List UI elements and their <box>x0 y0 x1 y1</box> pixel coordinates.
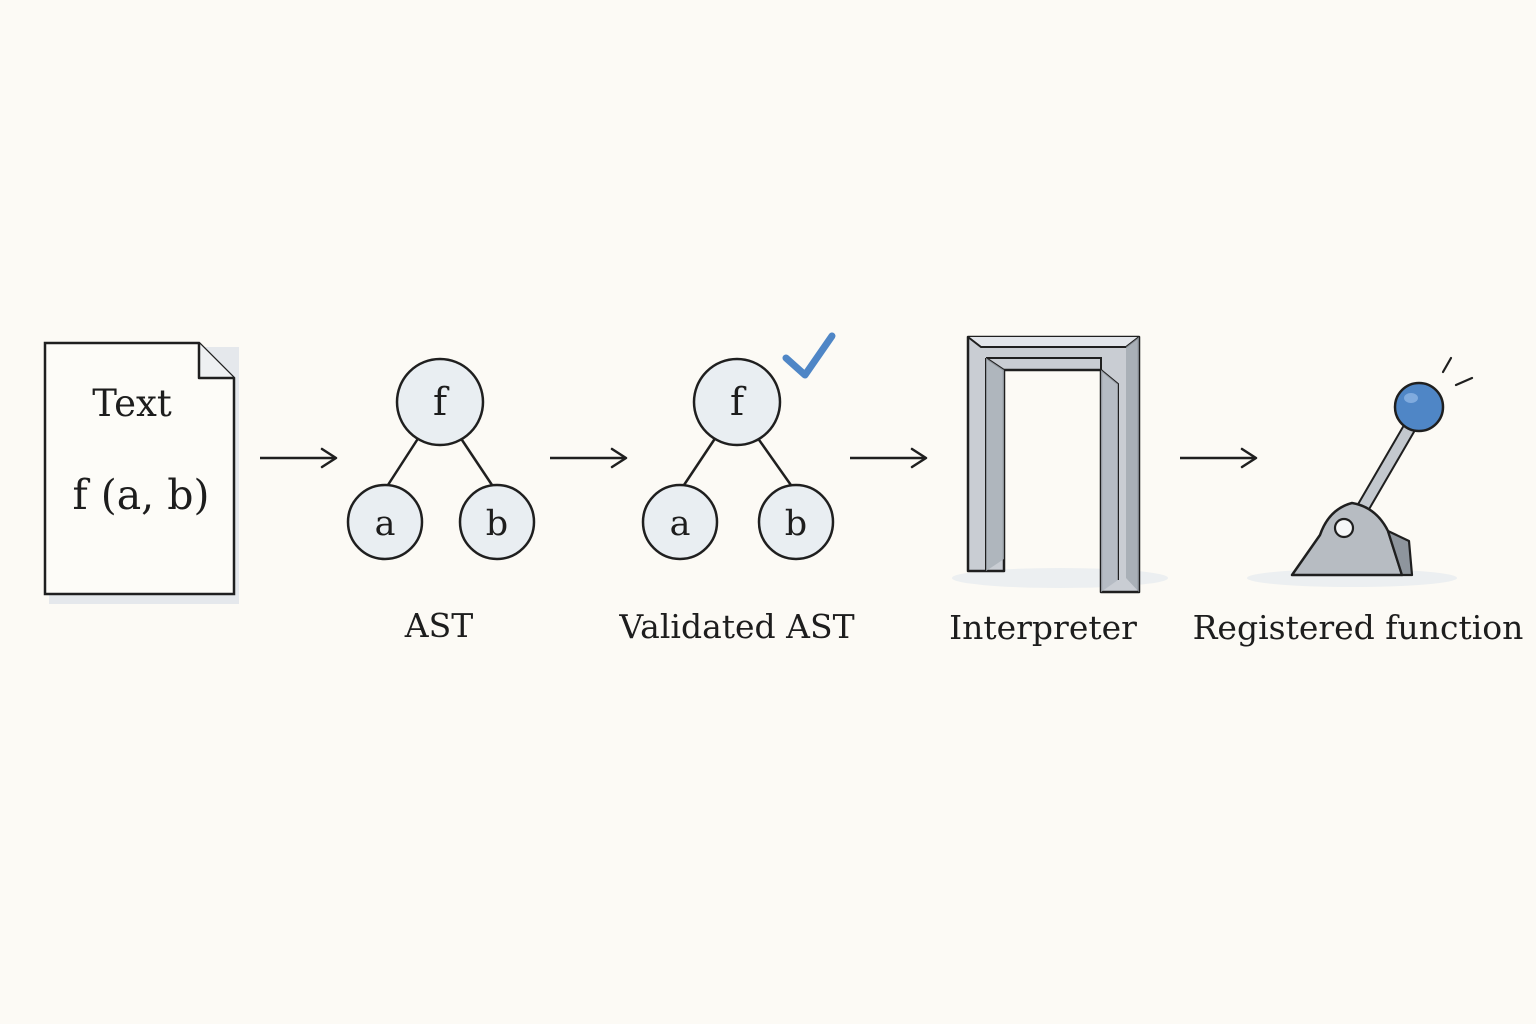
validated-right-node <box>757 483 835 561</box>
validated-right-label: b <box>785 504 807 544</box>
right-arrow-icon <box>1180 447 1258 469</box>
document-title: Text <box>92 382 172 425</box>
lever-icon: Registered function <box>1193 356 1524 647</box>
ast-tree: f a b AST <box>346 357 536 645</box>
gate-icon: Interpreter <box>949 335 1168 647</box>
validated-ast-caption: Validated AST <box>618 607 854 646</box>
ast-left-node <box>346 483 424 561</box>
right-arrow-icon <box>550 447 628 469</box>
ast-caption: AST <box>404 606 473 645</box>
ast-right-label: b <box>486 504 508 544</box>
interpreter-caption: Interpreter <box>949 608 1137 647</box>
function-call-text: f (a, b) <box>73 471 210 519</box>
validated-ast-tree: f a b Validated AST <box>618 332 855 646</box>
document-icon: Text f (a, b) <box>43 341 239 604</box>
right-arrow-icon <box>850 447 928 469</box>
registered-function-caption: Registered function <box>1193 608 1524 647</box>
check-icon <box>782 332 836 379</box>
right-arrow-icon <box>260 447 338 469</box>
validated-root-node <box>692 357 782 447</box>
validated-root-label: f <box>730 380 747 424</box>
ast-root-node <box>395 357 485 447</box>
ast-left-label: a <box>375 504 396 544</box>
ast-right-node <box>458 483 536 561</box>
ast-root-label: f <box>433 380 450 424</box>
validated-left-node <box>641 483 719 561</box>
validated-left-label: a <box>670 504 691 544</box>
